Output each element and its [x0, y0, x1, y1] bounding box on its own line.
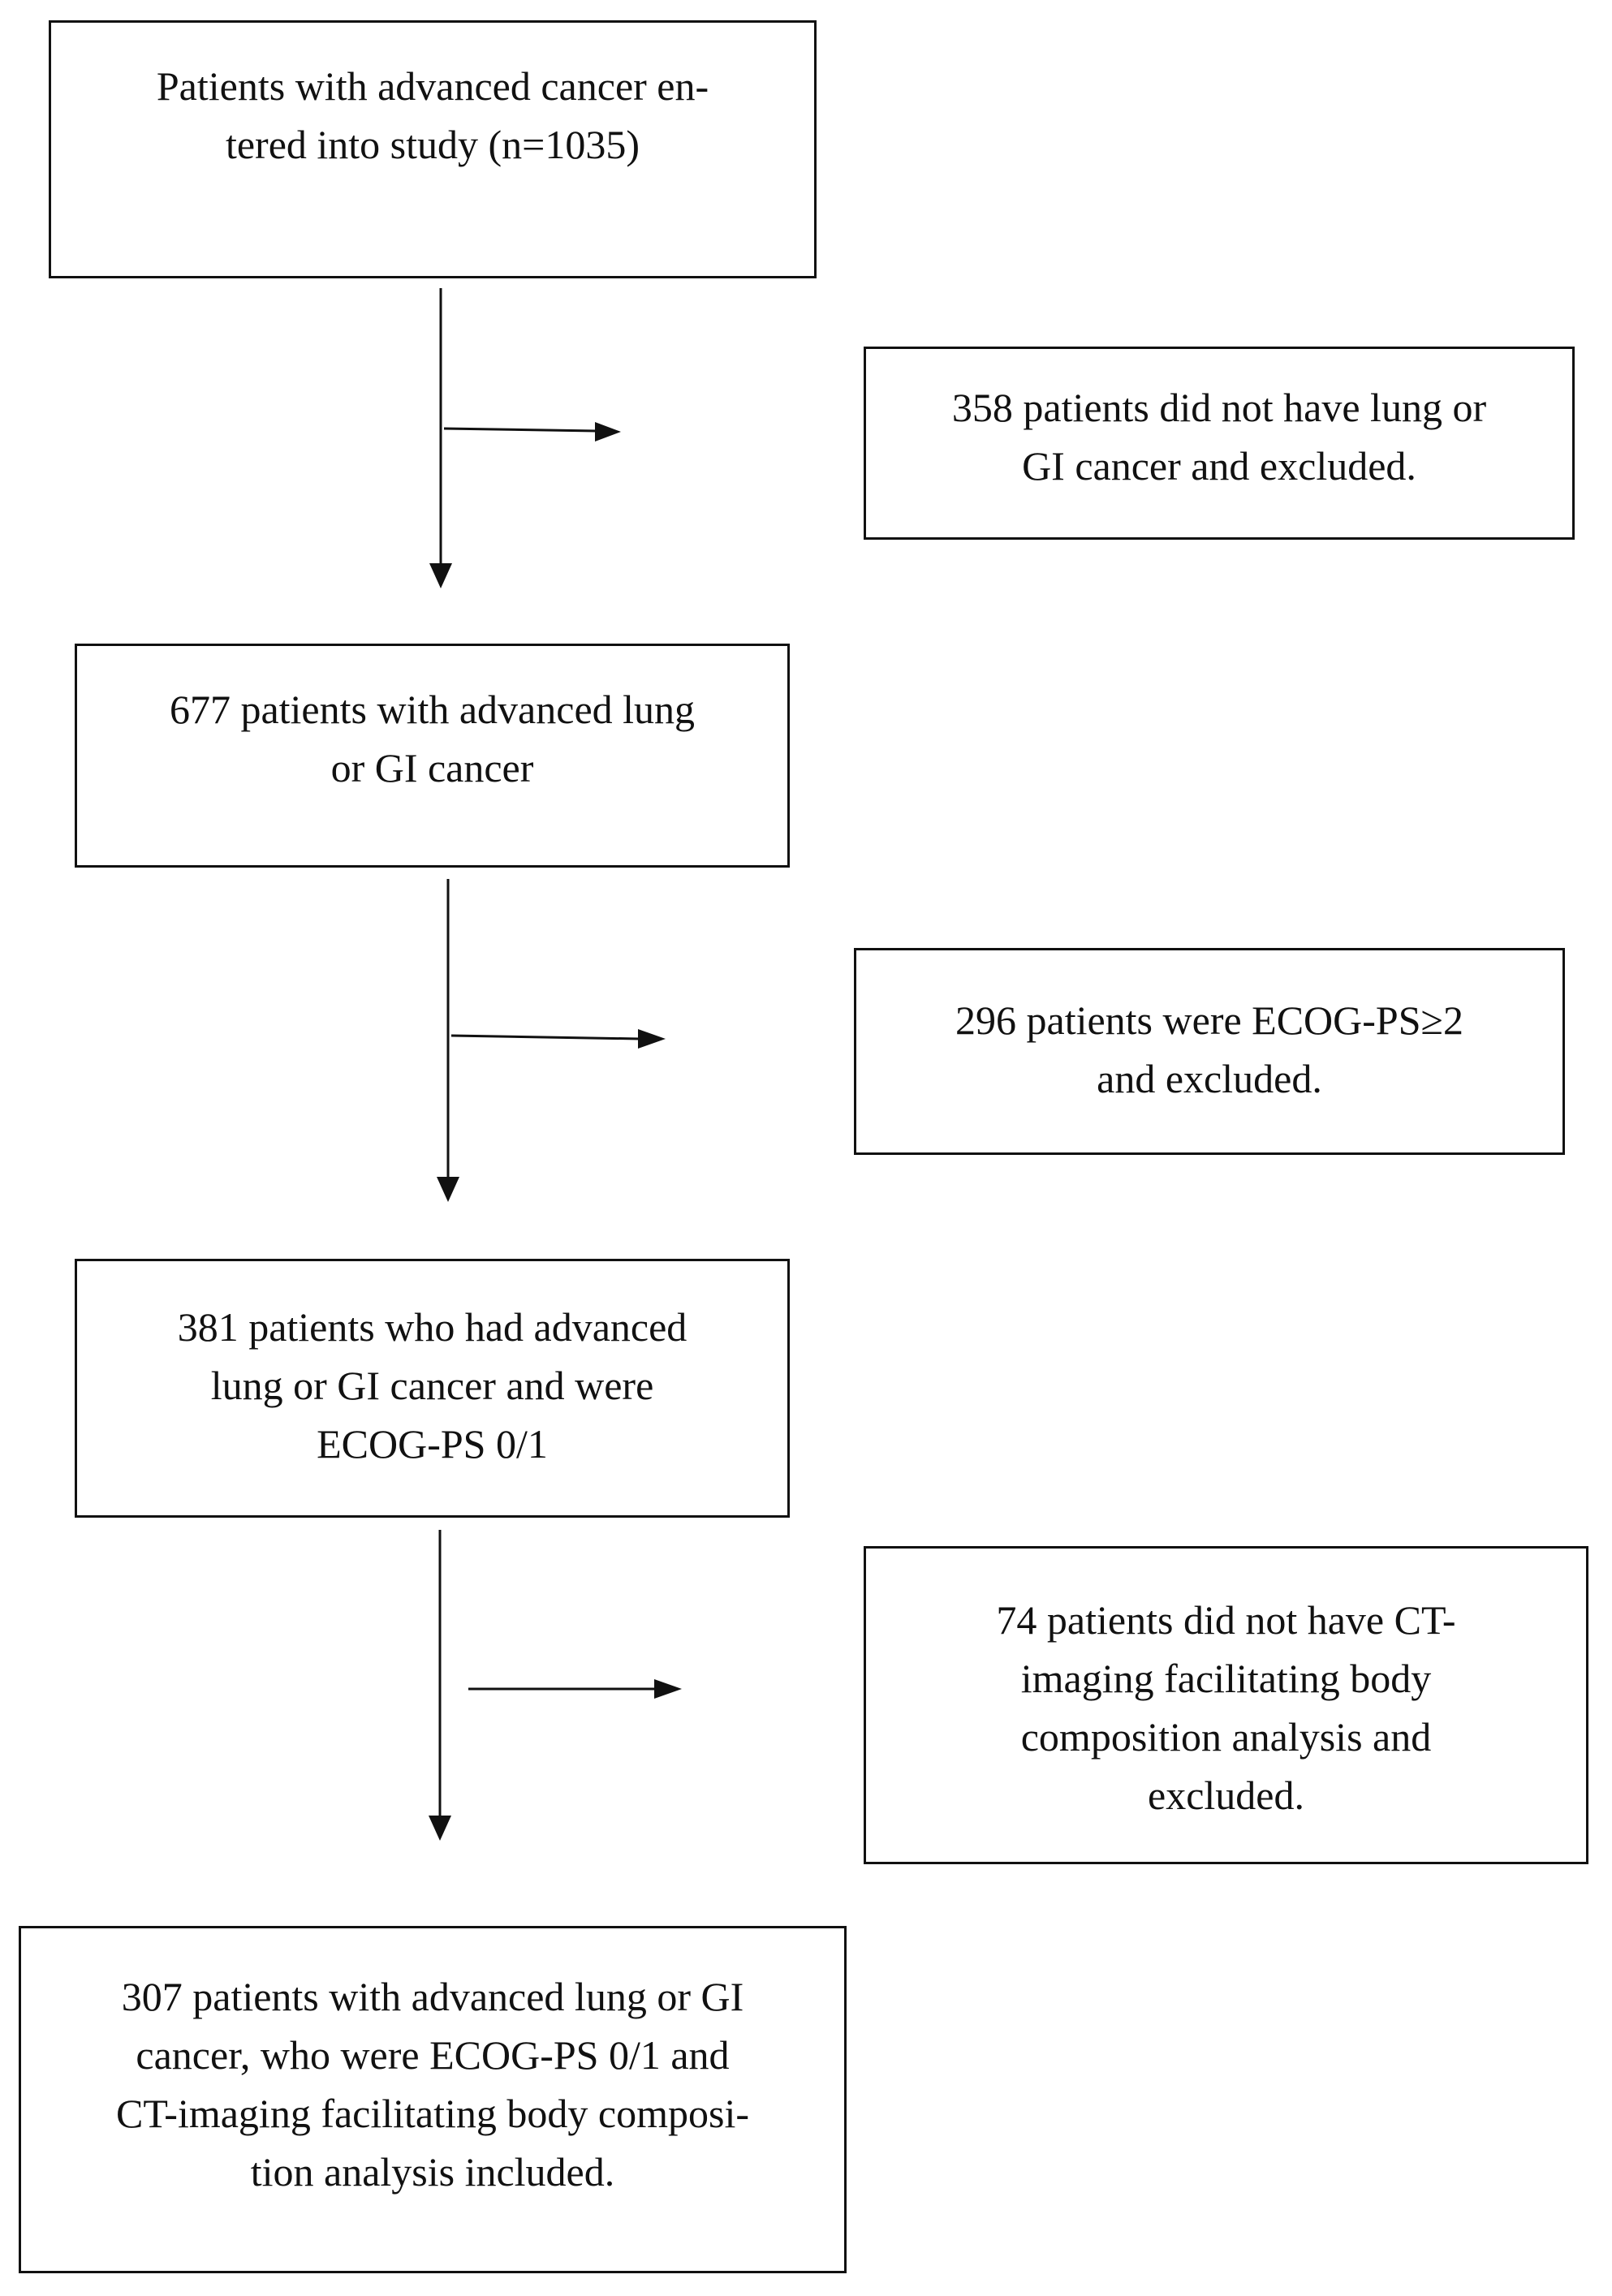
right-arrowhead-3 [654, 1679, 682, 1699]
exclusion-text-non-lung-gi: 358 patients did not have lung or GI can… [951, 385, 1487, 489]
exclusion-box-non-lung-gi: 358 patients did not have lung or GI can… [864, 347, 1575, 540]
ecog-eligible-text: 381 patients who had advanced lung or GI… [177, 1304, 687, 1467]
lung-gi-text: 677 patients with advanced lung or GI ca… [169, 687, 696, 790]
right-arrowhead-2 [638, 1029, 666, 1049]
down-arrowhead-2 [437, 1177, 459, 1202]
right-arrowhead-1 [595, 422, 621, 442]
side-connector-2 [450, 1034, 640, 1040]
included-box: 307 patients with advanced lung or GI ca… [19, 1926, 847, 2273]
side-connector-1 [443, 427, 597, 433]
down-arrowhead-3 [429, 1816, 451, 1841]
exclusion-text-ecog: 296 patients were ECOG-PS≥2 and excluded… [955, 997, 1463, 1101]
lung-gi-box: 677 patients with advanced lung or GI ca… [75, 644, 790, 868]
included-text: 307 patients with advanced lung or GI ca… [116, 1974, 749, 2195]
exclusion-box-ecog: 296 patients were ECOG-PS≥2 and excluded… [854, 948, 1565, 1155]
exclusion-text-ct: 74 patients did not have CT- imaging fac… [996, 1597, 1456, 1818]
enrolled-text: Patients with advanced cancer en- tered … [156, 63, 709, 167]
exclusion-box-ct: 74 patients did not have CT- imaging fac… [864, 1546, 1588, 1864]
ecog-eligible-box: 381 patients who had advanced lung or GI… [75, 1259, 790, 1518]
down-arrowhead-1 [429, 563, 452, 588]
enrolled-box: Patients with advanced cancer en- tered … [49, 20, 817, 278]
